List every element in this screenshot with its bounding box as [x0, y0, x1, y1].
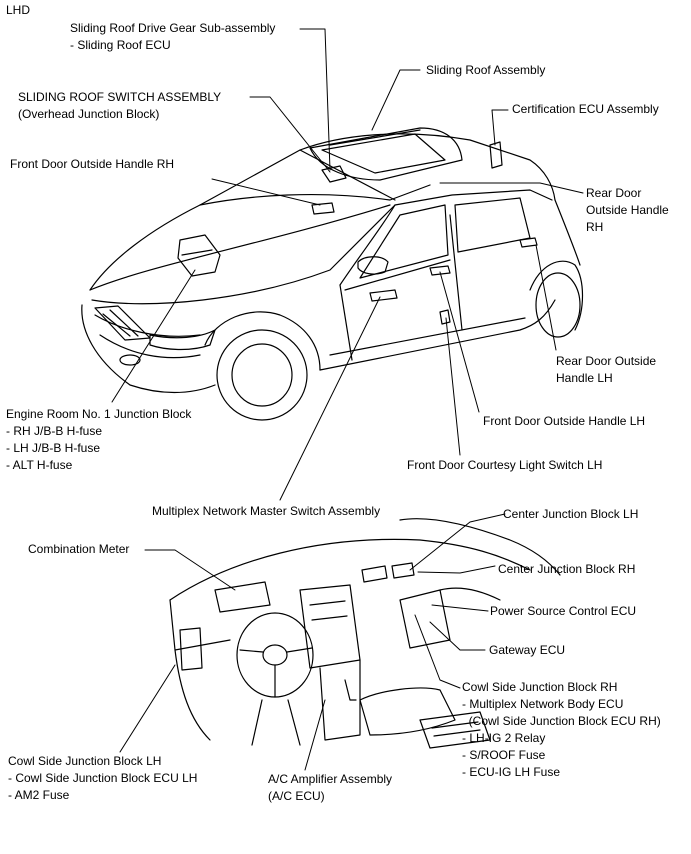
- label-sliding-roof-switch: SLIDING ROOF SWITCH ASSEMBLY (Overhead J…: [18, 89, 221, 123]
- dashboard-outline: [169, 518, 561, 749]
- label-line: Certification ECU Assembly: [512, 102, 659, 116]
- label-line: Front Door Courtesy Light Switch LH: [407, 458, 603, 472]
- certification-ecu-part: [489, 141, 503, 169]
- label-rear-door-handle-rh: Rear Door Outside Handle RH: [586, 185, 669, 236]
- label-line: Rear Door Outside: [556, 354, 657, 368]
- label-line: - RH J/B-B H-fuse: [6, 424, 103, 438]
- label-line: Sliding Roof Assembly: [426, 63, 546, 77]
- label-front-door-handle-rh: Front Door Outside Handle RH: [10, 156, 174, 173]
- label-front-door-courtesy-switch: Front Door Courtesy Light Switch LH: [407, 457, 602, 474]
- label-line: Cowl Side Junction Block RH: [462, 680, 618, 694]
- label-certification-ecu: Certification ECU Assembly: [512, 101, 659, 118]
- label-front-door-handle-lh: Front Door Outside Handle LH: [483, 413, 645, 430]
- label-line: - Sliding Roof ECU: [70, 38, 171, 52]
- label-line: - LH-IG 2 Relay: [462, 731, 546, 745]
- label-center-junction-block-rh: Center Junction Block RH: [498, 561, 635, 578]
- label-line: Rear Door: [586, 186, 642, 200]
- label-line: Engine Room No. 1 Junction Block: [6, 407, 192, 421]
- lhd-label: LHD: [6, 3, 31, 17]
- label-power-source-ecu: Power Source Control ECU: [490, 603, 636, 620]
- label-line: RH: [586, 220, 604, 234]
- label-line: Multiplex Network Master Switch Assembly: [152, 504, 381, 518]
- label-line: - AM2 Fuse: [8, 788, 70, 802]
- label-ac-amplifier: A/C Amplifier Assembly (A/C ECU): [268, 771, 392, 805]
- label-line: SLIDING ROOF SWITCH ASSEMBLY: [18, 90, 222, 104]
- label-line: (A/C ECU): [268, 789, 325, 803]
- label-line: Center Junction Block LH: [503, 507, 639, 521]
- label-line: Handle LH: [556, 371, 613, 385]
- label-line: Gateway ECU: [489, 643, 566, 657]
- label-line: Front Door Outside Handle RH: [10, 157, 175, 171]
- label-cowl-side-jb-lh: Cowl Side Junction Block LH - Cowl Side …: [8, 753, 197, 804]
- label-line: (Cowl Side Junction Block ECU RH): [462, 714, 661, 728]
- label-combination-meter: Combination Meter: [28, 541, 129, 558]
- label-line: - Cowl Side Junction Block ECU LH: [8, 771, 198, 785]
- label-line: - ALT H-fuse: [6, 458, 73, 472]
- label-line: Outside Handle: [586, 203, 669, 217]
- leader-lines: [111, 28, 584, 771]
- label-line: Sliding Roof Drive Gear Sub-assembly: [70, 21, 276, 35]
- label-center-junction-block-lh: Center Junction Block LH: [503, 506, 638, 523]
- label-sliding-roof-drive-gear: Sliding Roof Drive Gear Sub-assembly - S…: [70, 20, 275, 54]
- label-line: A/C Amplifier Assembly: [268, 772, 393, 786]
- handle-parts: [311, 202, 538, 325]
- label-line: - ECU-IG LH Fuse: [462, 765, 561, 779]
- label-line: Front Door Outside Handle LH: [483, 414, 646, 428]
- label-sliding-roof-assembly: Sliding Roof Assembly: [426, 62, 545, 79]
- roof-switch-part: [321, 165, 347, 183]
- label-line: - S/ROOF Fuse: [462, 748, 546, 762]
- label-rear-door-handle-lh: Rear Door Outside Handle LH: [556, 353, 656, 387]
- label-engine-room-junction-block: Engine Room No. 1 Junction Block - RH J/…: [6, 406, 191, 474]
- label-line: - Multiplex Network Body ECU: [462, 697, 624, 711]
- label-line: Center Junction Block RH: [498, 562, 636, 576]
- label-line: Cowl Side Junction Block LH: [8, 754, 162, 768]
- car-body-outline: [81, 127, 584, 421]
- label-line: Power Source Control ECU: [490, 604, 637, 618]
- label-master-switch: Multiplex Network Master Switch Assembly: [152, 503, 380, 520]
- label-line: - LH J/B-B H-fuse: [6, 441, 101, 455]
- engine-room-junction-block: [177, 234, 221, 277]
- label-cowl-side-jb-rh: Cowl Side Junction Block RH - Multiplex …: [462, 679, 661, 781]
- label-line: Combination Meter: [28, 542, 130, 556]
- label-line: (Overhead Junction Block): [18, 107, 160, 121]
- label-gateway-ecu: Gateway ECU: [489, 642, 565, 659]
